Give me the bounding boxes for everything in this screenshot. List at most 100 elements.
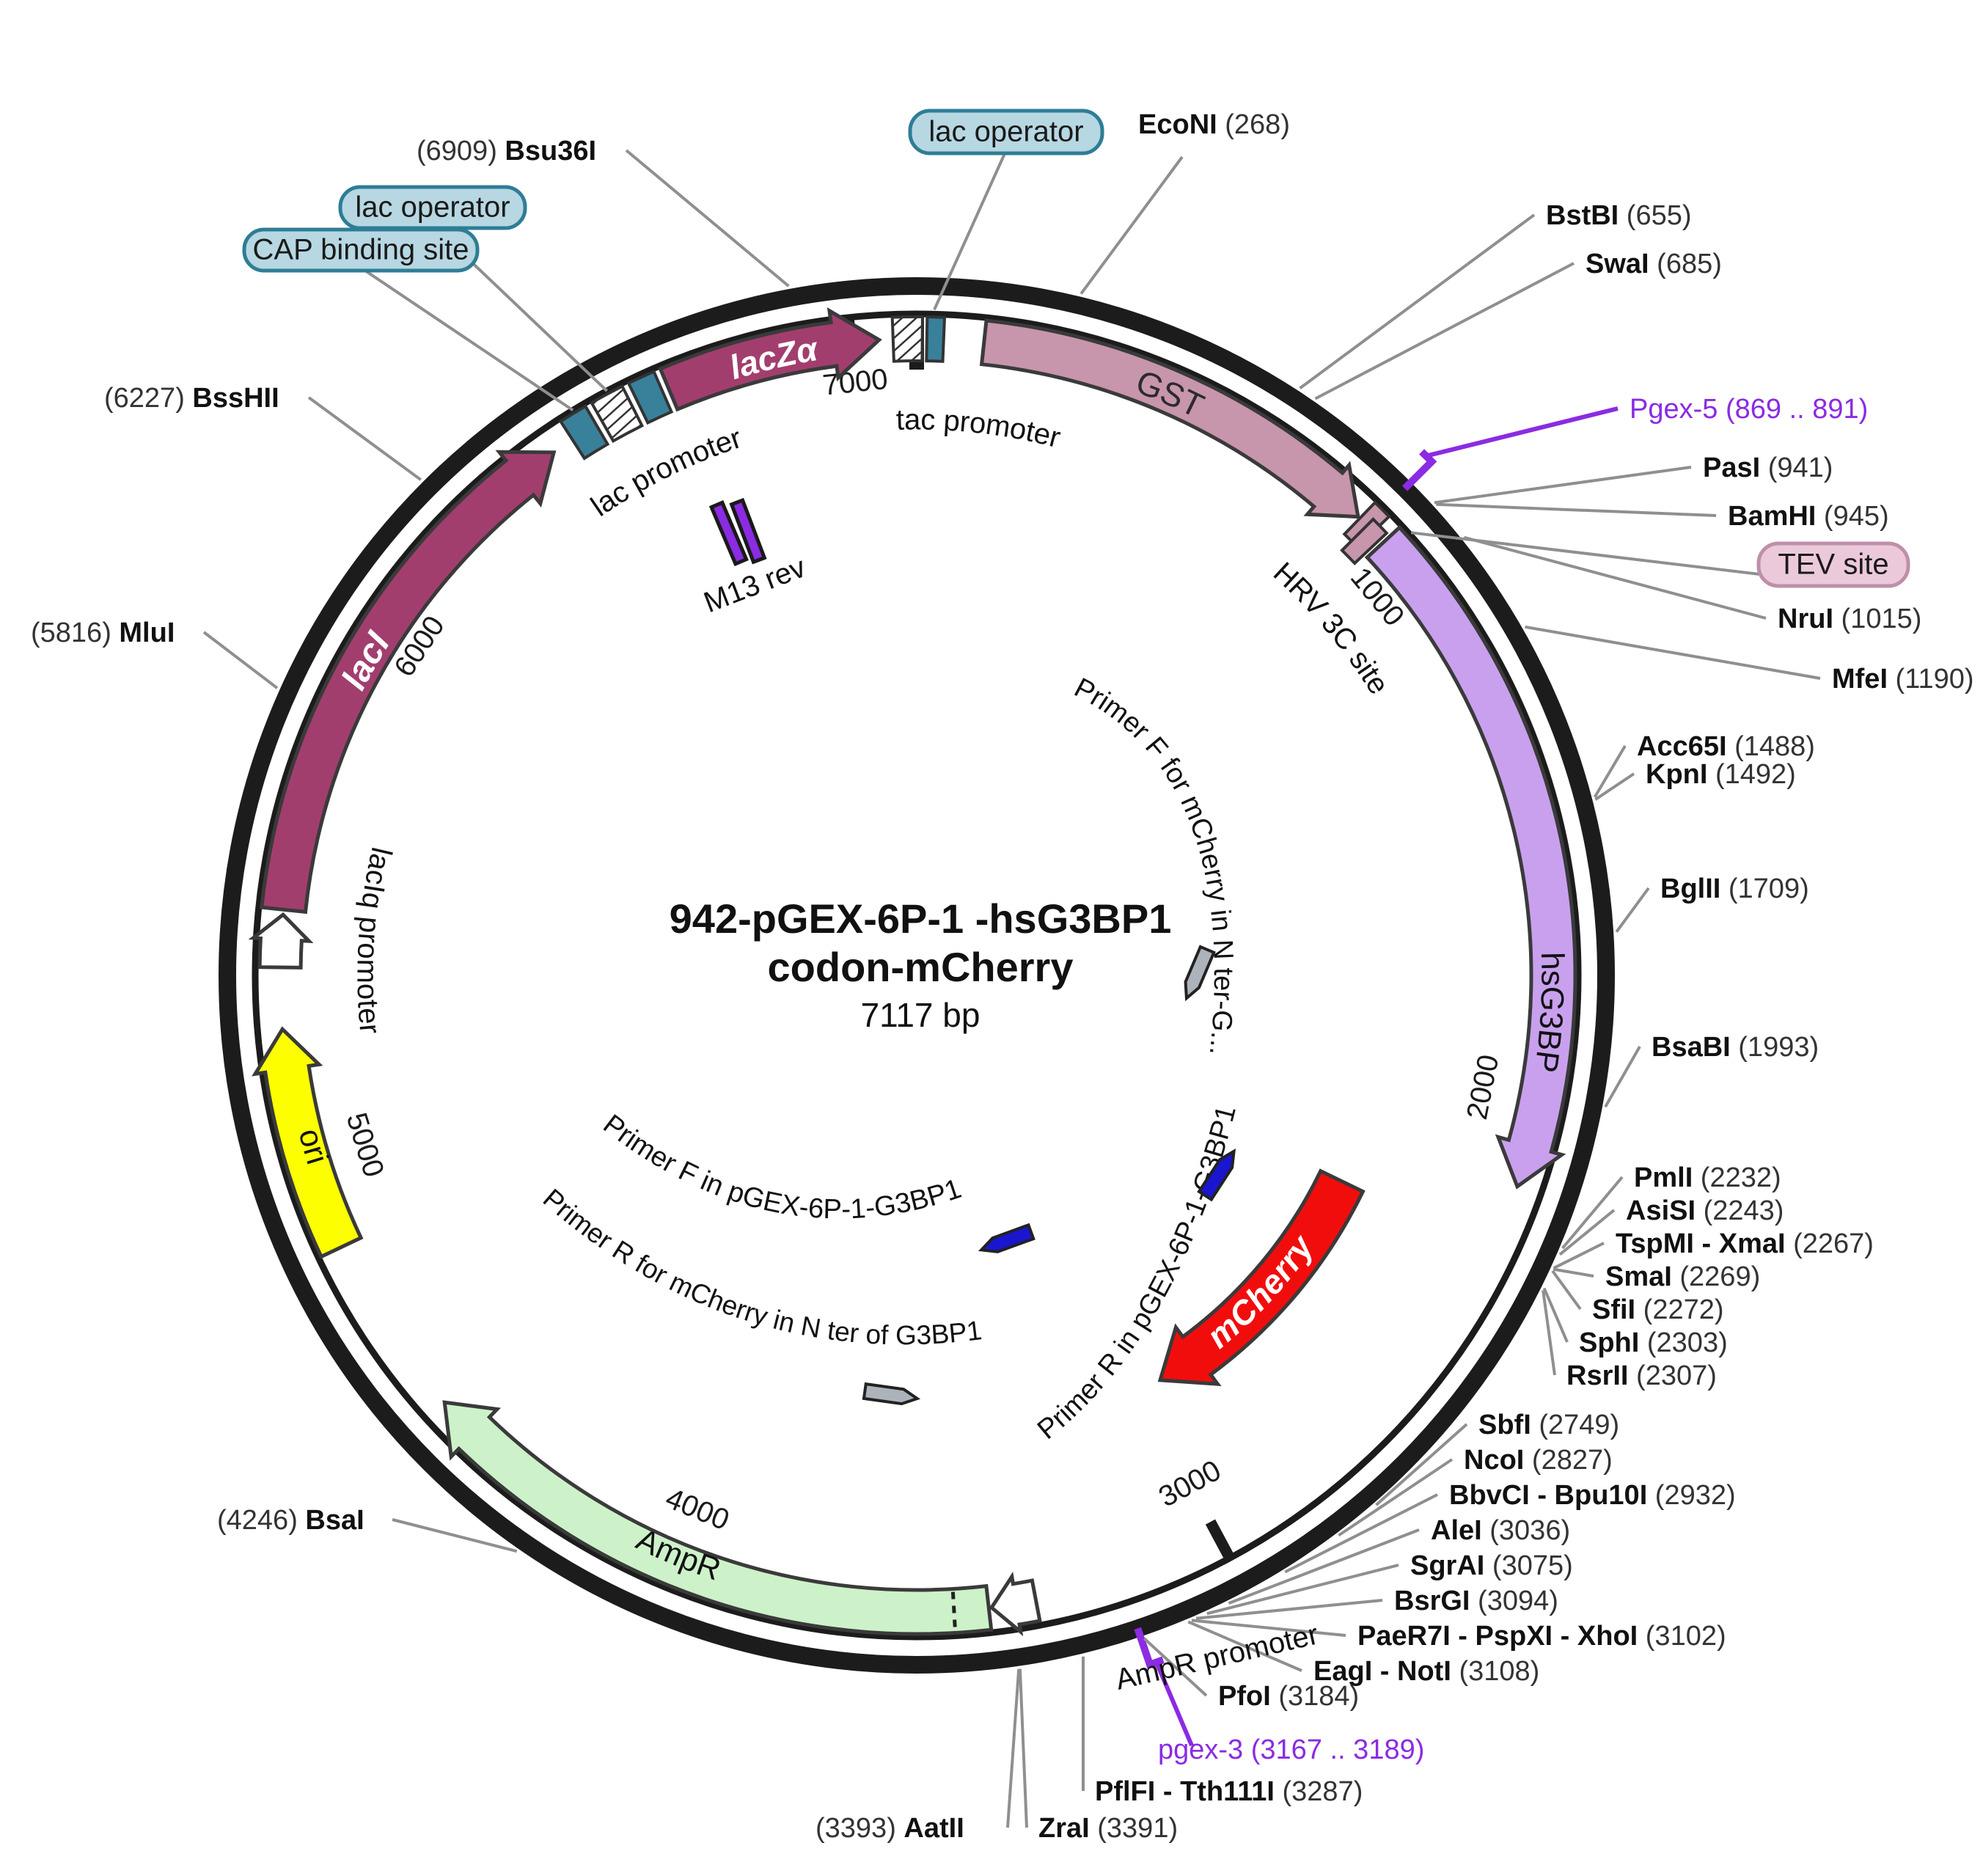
m13-rev-mark-0 bbox=[708, 500, 749, 567]
leader-BssHII bbox=[307, 396, 422, 481]
leader-NruI bbox=[1463, 535, 1767, 620]
operator-box-4 bbox=[925, 315, 947, 363]
bubble-label: CAP binding site bbox=[253, 234, 469, 266]
label-hsG3BP: hsG3BP bbox=[1528, 952, 1571, 1075]
feature-arrows bbox=[248, 307, 1577, 1670]
leader-KpnI bbox=[1594, 772, 1635, 801]
leader-PaeR7I - PspXI - XhoI bbox=[1191, 1619, 1346, 1637]
enzyme-label-SwaI: SwaI (685) bbox=[1586, 249, 1722, 279]
leader-pgex-3 bbox=[1154, 1663, 1194, 1747]
leader-BamHI bbox=[1436, 502, 1717, 517]
tick-label: 2000 bbox=[1461, 1052, 1505, 1122]
promoter-hatch-box-1 bbox=[589, 384, 645, 444]
leader-BstBI bbox=[1299, 213, 1536, 390]
enzyme-label-SgrAI: SgrAI (3075) bbox=[1410, 1550, 1573, 1581]
leader-MluI bbox=[202, 631, 279, 689]
plasmid-title-line1: 942-pGEX-6P-1 -hsG3BP1 bbox=[670, 895, 1172, 942]
plasmid-title-line2: codon-mCherry bbox=[768, 944, 1074, 990]
bubble-leader-2 bbox=[359, 266, 574, 412]
leader-TspMI - XmaI bbox=[1553, 1242, 1605, 1269]
primer-marker-gray-0 bbox=[1184, 945, 1216, 1002]
enzyme-label-SbfI: SbfI (2749) bbox=[1478, 1410, 1619, 1440]
feature-mCherry bbox=[1157, 1168, 1366, 1387]
enzyme-label-NruI: NruI (1015) bbox=[1778, 604, 1921, 634]
enzyme-label-AatII: (3393) AatII bbox=[815, 1813, 964, 1844]
label-mCherry: mCherry bbox=[1199, 1227, 1322, 1355]
leader-AatII bbox=[1006, 1668, 1021, 1828]
tick-label: 5000 bbox=[340, 1109, 390, 1181]
leader-AsiSI bbox=[1558, 1209, 1616, 1256]
operator-box-2 bbox=[626, 369, 674, 425]
leader-ZraI bbox=[1018, 1668, 1028, 1828]
leader-MfeI bbox=[1525, 625, 1821, 680]
enzyme-label-PaeR7I - PspXI - XhoI: PaeR7I - PspXI - XhoI (3102) bbox=[1357, 1621, 1726, 1652]
plasmid-size: 7117 bp bbox=[861, 996, 980, 1034]
enzyme-label-PflFI - Tth111I: PflFI - Tth111I (3287) bbox=[1095, 1776, 1363, 1807]
leader-EagI - NotI bbox=[1187, 1620, 1302, 1672]
leader-RsrII bbox=[1542, 1290, 1556, 1376]
enzyme-label-SmaI: SmaI (2269) bbox=[1605, 1261, 1760, 1292]
leader-SmaI bbox=[1553, 1267, 1594, 1278]
enzyme-label-Acc65I: Acc65I (1488) bbox=[1637, 731, 1815, 762]
enzyme-label-BbvCI - Bpu10I: BbvCI - Bpu10I (2932) bbox=[1449, 1480, 1736, 1511]
enzyme-label-AsiSI: AsiSI (2243) bbox=[1626, 1195, 1784, 1226]
enzyme-label-EagI - NotI: EagI - NotI (3108) bbox=[1313, 1656, 1539, 1687]
leader-AleI bbox=[1228, 1528, 1420, 1605]
primer-f-pgex-label: Primer F in pGEX-6P-1-G3BP1 bbox=[598, 1109, 965, 1225]
primer-marker-blue-2 bbox=[978, 1223, 1036, 1253]
leader-PasI bbox=[1434, 466, 1692, 505]
leader-BglII bbox=[1615, 887, 1650, 933]
enzyme-label-PasI: PasI (941) bbox=[1703, 452, 1833, 483]
bubble-label: lac operator bbox=[355, 191, 510, 224]
bubble-lac-operator bbox=[908, 109, 1104, 155]
enzyme-label-SphI: SphI (2303) bbox=[1579, 1327, 1728, 1358]
enzyme-label-PfoI: PfoI (3184) bbox=[1218, 1681, 1359, 1712]
bubble-TEV-site bbox=[1756, 541, 1910, 588]
leader-BsaBI bbox=[1604, 1046, 1641, 1108]
feature-AmpR bbox=[442, 1400, 994, 1636]
leader-SfiI bbox=[1551, 1269, 1582, 1311]
bubble-leader-0 bbox=[933, 150, 1008, 311]
ampr-signal-dash bbox=[950, 1591, 957, 1630]
promoter-hatch-box-3 bbox=[890, 315, 924, 363]
enzyme-label-ZraI: ZraI (3391) bbox=[1038, 1813, 1178, 1844]
enzyme-label-BamHI: BamHI (945) bbox=[1728, 501, 1889, 532]
enzyme-label-BstBI: BstBI (655) bbox=[1546, 200, 1692, 231]
bubble-label: lac operator bbox=[928, 116, 1083, 148]
leader-BsaI bbox=[392, 1518, 518, 1553]
enzyme-label-AleI: AleI (3036) bbox=[1431, 1515, 1570, 1546]
leader-PmlI bbox=[1561, 1176, 1624, 1250]
primer-r-pgex-label: Primer R in pGEX-6P-1-G3BP1 bbox=[1032, 1102, 1242, 1446]
title-block: 942-pGEX-6P-1 -hsG3BP1 codon-mCherry 711… bbox=[670, 895, 1172, 1034]
leader-Bsu36I bbox=[625, 149, 790, 287]
enzyme-label-NcoI: NcoI (2827) bbox=[1464, 1445, 1613, 1476]
bubble-CAP-binding-site bbox=[242, 227, 480, 273]
feature-lacZa bbox=[658, 307, 882, 412]
leader-BsrGI bbox=[1195, 1599, 1383, 1620]
enzyme-label-Pgex-5: Pgex-5 (869 .. 891) bbox=[1630, 394, 1868, 425]
leader-PfoI bbox=[1143, 1637, 1208, 1697]
enzyme-label-PmlI: PmlI (2232) bbox=[1634, 1162, 1781, 1193]
leader-SgrAI bbox=[1206, 1564, 1399, 1616]
enzyme-label-BglII: BglII (1709) bbox=[1660, 873, 1809, 904]
enzyme-label-RsrII: RsrII (2307) bbox=[1566, 1360, 1717, 1391]
enzyme-label-BsrGI: BsrGI (3094) bbox=[1394, 1586, 1558, 1616]
enzyme-label-MluI: (5816) MluI bbox=[31, 618, 175, 648]
feature-hsG3BP bbox=[1364, 524, 1577, 1190]
enzyme-label-EcoNI: EcoNI (268) bbox=[1138, 109, 1290, 140]
flag-pgex-3 bbox=[1134, 1627, 1165, 1670]
enzyme-label-BsaBI: BsaBI (1993) bbox=[1652, 1032, 1819, 1063]
leader-SwaI bbox=[1314, 262, 1575, 400]
enzyme-label-BssHII: (6227) BssHII bbox=[104, 383, 279, 414]
leader-NcoI bbox=[1338, 1458, 1454, 1537]
enzyme-labels: EcoNI (268) BstBI (655) SwaI (685) Pgex-5 (… bbox=[31, 109, 1974, 1844]
flag-Pgex-5 bbox=[1401, 449, 1437, 491]
leader-Pgex-5 bbox=[1427, 406, 1619, 458]
feature-ori bbox=[252, 1026, 364, 1259]
leader-BbvCI - Bpu10I bbox=[1284, 1493, 1438, 1574]
feature-GST bbox=[979, 318, 1360, 519]
enzyme-label-Bsu36I: (6909) Bsu36I bbox=[417, 136, 596, 166]
leader-Acc65I bbox=[1593, 744, 1627, 798]
enzyme-label-KpnI: KpnI (1492) bbox=[1646, 759, 1796, 790]
